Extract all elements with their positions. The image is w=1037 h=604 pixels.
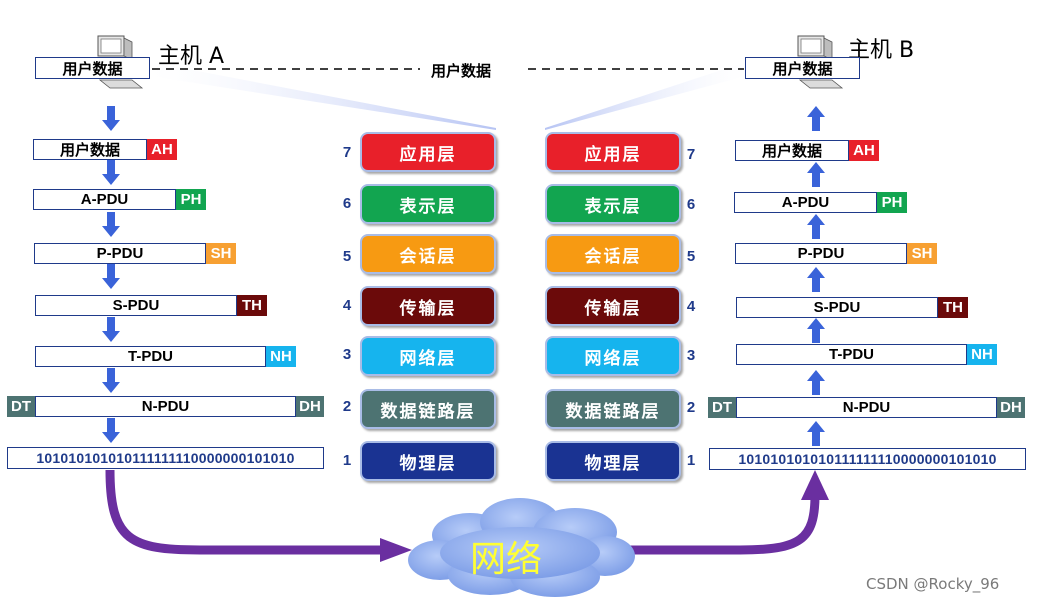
left-pdu-p: P-PDU	[34, 243, 206, 264]
host-a-label: 主机 A	[158, 44, 225, 69]
right-layer-physical: 物理层	[545, 441, 681, 481]
right-pdu-n: N-PDU	[736, 397, 997, 418]
right-layer-number-2: 2	[686, 399, 696, 416]
left-layer-number-3: 3	[342, 346, 352, 363]
right-pdu-a: A-PDU	[734, 192, 877, 213]
right-layer-number-4: 4	[686, 298, 696, 315]
right-layer-number-1: 1	[686, 452, 696, 469]
right-tag-dh: DH	[997, 397, 1025, 418]
watermark: CSDN @Rocky_96	[866, 575, 1000, 593]
left-tag-ph: PH	[176, 189, 206, 210]
right-tag-nh: NH	[967, 344, 997, 365]
right-pdu-t: T-PDU	[736, 344, 967, 365]
left-pdu-s: S-PDU	[35, 295, 237, 316]
down-arrow-icon	[102, 106, 120, 443]
left-pdu-a: A-PDU	[33, 189, 176, 210]
right-tag-ph: PH	[877, 192, 907, 213]
left-tag-ah: AH	[147, 139, 177, 160]
right-layer-application: 应用层	[545, 132, 681, 172]
network-cloud-label: 网络	[470, 539, 543, 580]
right-tag-dt: DT	[708, 397, 736, 418]
right-pdu-s: S-PDU	[736, 297, 938, 318]
right-layer-number-6: 6	[686, 196, 696, 213]
left-layer-physical: 物理层	[360, 441, 496, 481]
right-tag-ah: AH	[849, 140, 879, 161]
right-layer-number-3: 3	[686, 347, 696, 364]
left-layer-number-6: 6	[342, 195, 352, 212]
transmission-path-right	[620, 494, 820, 555]
cloud-icon	[408, 498, 635, 597]
left-pdu-t: T-PDU	[35, 346, 266, 367]
beam-left	[150, 62, 496, 130]
left-tag-nh: NH	[266, 346, 296, 367]
right-layer-presentation: 表示层	[545, 184, 681, 224]
left-layer-number-7: 7	[342, 144, 352, 161]
left-tag-sh: SH	[206, 243, 236, 264]
left-bitstream: 101010101010111111110000000101010	[7, 447, 324, 469]
left-layer-number-5: 5	[342, 248, 352, 265]
left-layer-session: 会话层	[360, 234, 496, 274]
right-layer-transport: 传输层	[545, 286, 681, 326]
right-tag-sh: SH	[907, 243, 937, 264]
right-layer-session: 会话层	[545, 234, 681, 274]
left-layer-data-link: 数据链路层	[360, 389, 496, 429]
left-layer-application: 应用层	[360, 132, 496, 172]
left-layer-number-2: 2	[342, 398, 352, 415]
right-bitstream: 101010101010111111110000000101010	[709, 448, 1026, 470]
right-layer-data-link: 数据链路层	[545, 389, 681, 429]
path-arrowhead-left	[380, 538, 412, 562]
left-tag-dt: DT	[7, 396, 35, 417]
left-layer-transport: 传输层	[360, 286, 496, 326]
left-layer-number-4: 4	[342, 297, 352, 314]
right-layer-network: 网络层	[545, 336, 681, 376]
right-pdu-user-data: 用户数据	[735, 140, 849, 161]
left-pdu-n: N-PDU	[35, 396, 296, 417]
left-layer-network: 网络层	[360, 336, 496, 376]
right-tag-th: TH	[938, 297, 968, 318]
left-layer-presentation: 表示层	[360, 184, 496, 224]
host-b-user-data-box: 用户数据	[745, 57, 860, 79]
transmission-path	[105, 469, 385, 555]
right-layer-number-5: 5	[686, 248, 696, 265]
right-layer-number-7: 7	[686, 146, 696, 163]
computer-icon	[797, 35, 844, 89]
left-pdu-user-data: 用户数据	[33, 139, 147, 160]
left-tag-th: TH	[237, 295, 267, 316]
up-arrow-icon	[807, 106, 825, 446]
path-arrowhead-right	[801, 470, 829, 500]
host-a-user-data-box: 用户数据	[35, 57, 150, 79]
left-layer-number-1: 1	[342, 452, 352, 469]
beam-right	[545, 62, 746, 130]
user-data-link-label: 用户数据	[431, 62, 492, 80]
right-pdu-p: P-PDU	[735, 243, 907, 264]
left-tag-dh: DH	[296, 396, 324, 417]
